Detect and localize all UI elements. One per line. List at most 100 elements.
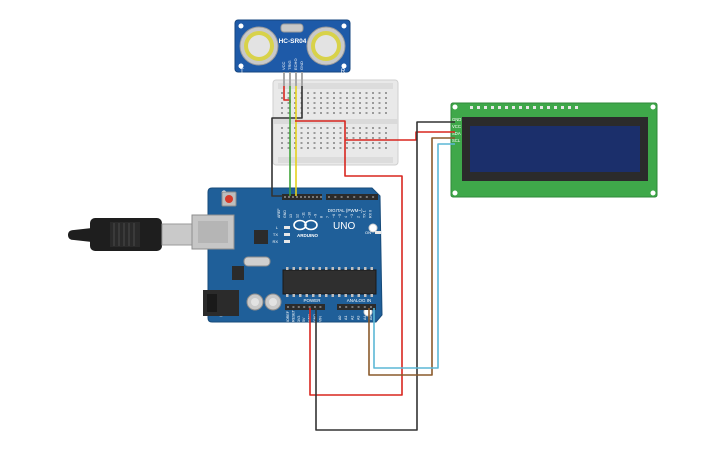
breadboard-hole: [333, 127, 335, 129]
breadboard-hole: [294, 102, 296, 104]
breadboard-hole: [385, 147, 387, 149]
breadboard-hole: [365, 142, 368, 144]
breadboard-hole: [333, 112, 335, 114]
top-pin-label-5: ~10: [308, 212, 312, 218]
breadboard-hole: [333, 92, 335, 94]
lcd-pad: [470, 106, 473, 109]
led-label-rx: RX: [272, 239, 278, 244]
digital-header-label: DIGITAL (PWM~): [328, 208, 363, 213]
wire-bb-red-rail: [345, 131, 455, 141]
analog-pin-label-5: A5: [369, 316, 373, 320]
breadboard-hole: [359, 97, 361, 99]
breadboard-hole: [326, 97, 329, 99]
usb-cable: [68, 218, 193, 251]
breadboard-hole: [365, 92, 368, 94]
breadboard-hole: [287, 132, 290, 134]
breadboard-hole: [352, 137, 355, 139]
chip-leg: [357, 267, 360, 270]
lcd-pad: [526, 106, 529, 109]
top-pin-label-13: 2: [356, 216, 360, 218]
power-pin-label-3: 5V: [302, 317, 306, 322]
header-hole: [353, 196, 356, 198]
breadboard-hole: [287, 92, 290, 94]
capacitors: [246, 293, 282, 311]
breadboard-hole: [339, 102, 342, 104]
breadboard-hole: [372, 102, 374, 104]
breadboard-hole: [313, 92, 316, 94]
header-hole: [308, 306, 311, 308]
breadboard-hole: [339, 142, 342, 144]
top-pin-label-4: ~11: [301, 212, 305, 218]
breadboard-hole: [365, 132, 368, 134]
breadboard-hole: [372, 132, 374, 134]
breadboard-hole: [365, 97, 368, 99]
breadboard-hole: [385, 102, 387, 104]
breadboard-hole: [365, 112, 368, 114]
top-pin-label-7: 8: [320, 216, 324, 218]
top-pin-label-8: 7: [326, 216, 330, 218]
transducer-left: [239, 26, 279, 66]
analog-pin-label-2: A2: [350, 316, 354, 320]
breadboard-hole: [385, 97, 387, 99]
breadboard-hole: [300, 132, 303, 134]
breadboard-hole: [365, 127, 368, 129]
sensor-pin-label-echo: ECHO: [293, 58, 298, 70]
breadboard-hole: [346, 92, 348, 94]
chip-leg: [305, 267, 308, 270]
breadboard-hole: [333, 102, 335, 104]
breadboard-hole: [378, 142, 381, 144]
arduino-brand-label: ARDUINO: [297, 233, 318, 238]
voltage-regulator: [232, 266, 244, 280]
breadboard-hole: [346, 107, 348, 109]
chip-leg: [286, 294, 289, 297]
breadboard-hole: [378, 112, 381, 114]
power-pin-label-0: IOREF: [286, 310, 290, 322]
breadboard-hole: [359, 132, 361, 134]
breadboard-hole: [281, 102, 283, 104]
breadboard-hole: [307, 107, 309, 109]
breadboard-hole: [352, 147, 355, 149]
power-pin-label-5: GND: [313, 314, 317, 322]
breadboard-hole: [385, 127, 387, 129]
breadboard-hole: [339, 92, 342, 94]
chip-leg: [318, 267, 321, 270]
breadboard-hole: [313, 107, 316, 109]
lcd-pad: [512, 106, 515, 109]
breadboard-hole: [333, 137, 335, 139]
analog-header-label: ANALOG IN: [347, 298, 372, 303]
breadboard-hole: [281, 97, 283, 99]
breadboard-hole: [326, 107, 329, 109]
breadboard-hole: [359, 137, 361, 139]
breadboard-hole: [378, 107, 381, 109]
usb-chip: [254, 230, 268, 244]
breadboard-hole: [287, 142, 290, 144]
breadboard-hole: [326, 127, 329, 129]
led-label-l: L: [276, 225, 279, 230]
top-pin-label-12: ~3: [350, 214, 354, 218]
lcd-pad: [568, 106, 571, 109]
ultrasonic-sensor: HC-SR04 T R VCC TRIG ECHO GND: [234, 19, 351, 86]
breadboard-hole: [281, 107, 283, 109]
breadboard-hole: [294, 107, 296, 109]
breadboard-hole: [385, 132, 387, 134]
led-label-on: ON: [365, 230, 371, 235]
breadboard-hole: [359, 92, 361, 94]
chip-leg: [364, 294, 367, 297]
sensor-pin-vcc: [283, 72, 285, 86]
status-leds: [284, 226, 381, 243]
power-pin-label-2: 3V3: [297, 316, 301, 322]
header-hole: [303, 306, 306, 308]
chip-leg: [338, 267, 341, 270]
header-hole: [304, 196, 306, 198]
breadboard-hole: [359, 127, 361, 129]
breadboard-hole: [320, 112, 322, 114]
chip-leg: [344, 267, 347, 270]
breadboard-hole: [372, 127, 374, 129]
breadboard-hole: [287, 97, 290, 99]
header-hole: [296, 196, 298, 198]
breadboard-hole: [326, 142, 329, 144]
breadboard-hole: [307, 137, 309, 139]
breadboard-hole: [320, 142, 322, 144]
sensor-pin-label-gnd: GND: [299, 61, 304, 70]
